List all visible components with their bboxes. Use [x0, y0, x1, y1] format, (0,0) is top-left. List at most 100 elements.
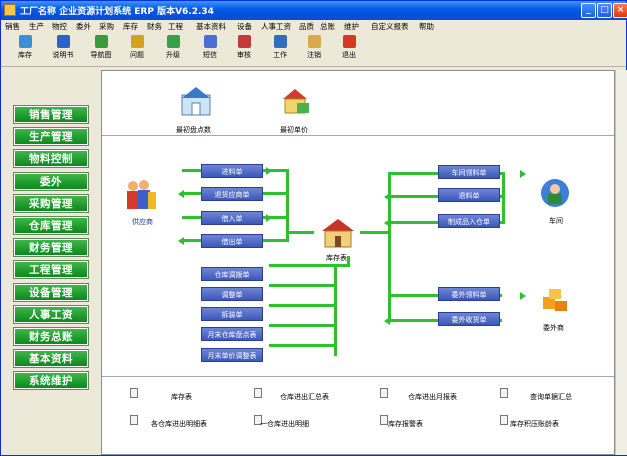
supplier-label: 供应商 — [132, 218, 153, 226]
document-icon[interactable] — [380, 388, 388, 398]
menu-item[interactable]: 设备 — [237, 22, 252, 31]
report-link[interactable]: 查询单据汇总 — [530, 393, 572, 401]
toolbar-button[interactable]: 短信 — [195, 35, 225, 65]
initial-inventory-label[interactable]: 最初盘点数 — [176, 126, 211, 134]
document-icon[interactable] — [254, 415, 262, 425]
arrow-icon — [178, 237, 184, 245]
nav-button[interactable]: 人事工资 — [13, 304, 89, 324]
menu-item[interactable]: 采购 — [99, 22, 114, 31]
arrow-icon — [266, 214, 272, 222]
menu-item[interactable]: 品质 — [299, 22, 314, 31]
initial-inventory-icon[interactable] — [179, 85, 213, 117]
menu-item[interactable]: 总账 — [320, 22, 335, 31]
subcontractor-icon[interactable] — [539, 285, 573, 317]
report-link[interactable]: 仓库进出月报表 — [408, 393, 457, 401]
nav-button[interactable]: 物料控制 — [13, 149, 89, 169]
report-link[interactable]: 一仓库进出明细 — [260, 420, 309, 428]
toolbar-button[interactable]: 说明书 — [48, 35, 78, 65]
flow-line — [269, 284, 337, 287]
inventory-table-label: 库存表 — [326, 254, 347, 262]
menu-item[interactable]: 委外 — [76, 22, 91, 31]
flow-button[interactable]: 借出单 — [201, 234, 263, 248]
workshop-icon[interactable] — [539, 177, 571, 209]
menu-item[interactable]: 财务 — [147, 22, 162, 31]
flow-button[interactable]: 制成品入仓单 — [438, 214, 500, 228]
toolbar-button[interactable]: 升级 — [158, 35, 188, 65]
flow-line — [502, 172, 505, 224]
toolbar-button[interactable]: 退出 — [334, 35, 364, 65]
flow-button[interactable]: 借入单 — [201, 211, 263, 225]
flow-button[interactable]: 退料单 — [438, 188, 500, 202]
toolbar-button[interactable]: 问题 — [122, 35, 152, 65]
toolbar-label: 导航图 — [90, 51, 112, 59]
nav-button[interactable]: 财务总账 — [13, 327, 89, 346]
vertical-scrollbar[interactable] — [615, 70, 627, 455]
close-button[interactable]: × — [613, 3, 627, 18]
flow-button[interactable]: 拆装单 — [201, 307, 263, 321]
flow-button[interactable]: 仓库调拨单 — [201, 267, 263, 281]
nav-button[interactable]: 生产管理 — [13, 127, 89, 147]
initial-price-label[interactable]: 最初单价 — [280, 126, 308, 134]
menu-item[interactable]: 基本资料 — [196, 22, 226, 31]
window-title: 工厂名称 企业资源计划系统 ERP 版本V6.2.34 — [20, 7, 214, 17]
nav-button[interactable]: 设备管理 — [13, 282, 89, 302]
nav-button[interactable]: 财务管理 — [13, 238, 89, 258]
menu-item[interactable]: 帮助 — [419, 22, 434, 31]
nav-button[interactable]: 仓库管理 — [13, 216, 89, 235]
toolbar-button[interactable]: 导航图 — [86, 35, 116, 65]
flow-button[interactable]: 月末仓库盘点表 — [201, 327, 263, 341]
menu-item[interactable]: 物控 — [52, 22, 67, 31]
initial-price-icon[interactable] — [277, 85, 313, 117]
arrow-icon — [178, 190, 184, 198]
nav-button[interactable]: 基本资料 — [13, 349, 89, 369]
supplier-icon[interactable] — [124, 179, 158, 213]
toolbar-label: 短信 — [203, 51, 217, 59]
flow-button[interactable]: 月末单价调整表 — [201, 348, 263, 362]
document-icon[interactable] — [500, 415, 508, 425]
audit-icon — [237, 35, 251, 48]
arrow-icon — [384, 193, 390, 201]
nav-button[interactable]: 工程管理 — [13, 260, 89, 280]
reports-separator — [102, 376, 614, 377]
toolbar-button[interactable]: 库存 — [10, 35, 40, 65]
nav-button[interactable]: 销售管理 — [13, 105, 89, 124]
flow-button[interactable]: 委外领料单 — [438, 287, 500, 301]
report-link[interactable]: 库存表 — [171, 393, 192, 401]
report-link[interactable]: 库存报警表 — [388, 420, 423, 428]
flow-line — [360, 231, 388, 234]
report-link[interactable]: 库存积压账龄表 — [510, 420, 559, 428]
toolbar-label: 说明书 — [52, 51, 74, 59]
flow-button[interactable]: 退货应商单 — [201, 187, 263, 201]
menu-item[interactable]: 人事工资 — [261, 22, 291, 31]
toolbar-button[interactable]: 审核 — [229, 35, 259, 65]
subcontractor-label: 委外商 — [543, 324, 564, 332]
arrow-icon — [520, 170, 526, 178]
document-icon[interactable] — [500, 388, 508, 398]
menu-item[interactable]: 工程 — [168, 22, 183, 31]
menu-item[interactable]: 生产 — [29, 22, 44, 31]
menu-item[interactable]: 自定义报表 — [371, 22, 409, 31]
document-icon[interactable] — [130, 415, 138, 425]
menu-item[interactable]: 维护 — [344, 22, 359, 31]
nav-button[interactable]: 采购管理 — [13, 193, 89, 213]
nav-button[interactable]: 系统维护 — [13, 371, 89, 391]
title-bar: 工厂名称 企业资源计划系统 ERP 版本V6.2.34 _ □ × — [1, 1, 627, 20]
minimize-button[interactable]: _ — [581, 3, 596, 18]
flow-button[interactable]: 委外收货单 — [438, 312, 500, 326]
inventory-table-icon[interactable] — [320, 217, 356, 249]
flow-button[interactable]: 调整单 — [201, 287, 263, 301]
document-icon[interactable] — [380, 415, 388, 425]
menu-item[interactable]: 销售 — [5, 22, 20, 31]
nav-button[interactable]: 委外 — [13, 171, 89, 191]
menu-item[interactable]: 库存 — [123, 22, 138, 31]
question-icon — [130, 35, 144, 48]
report-link[interactable]: 仓库进出汇总表 — [280, 393, 329, 401]
document-icon[interactable] — [254, 388, 262, 398]
maximize-button[interactable]: □ — [597, 3, 612, 18]
flow-button[interactable]: 进料单 — [201, 164, 263, 178]
flow-button[interactable]: 车间领料单 — [438, 165, 500, 179]
report-link[interactable]: 各仓库进出明细表 — [151, 420, 207, 428]
document-icon[interactable] — [130, 388, 138, 398]
toolbar-button[interactable]: 工作 — [265, 35, 295, 65]
toolbar-button[interactable]: 注销 — [299, 35, 329, 65]
